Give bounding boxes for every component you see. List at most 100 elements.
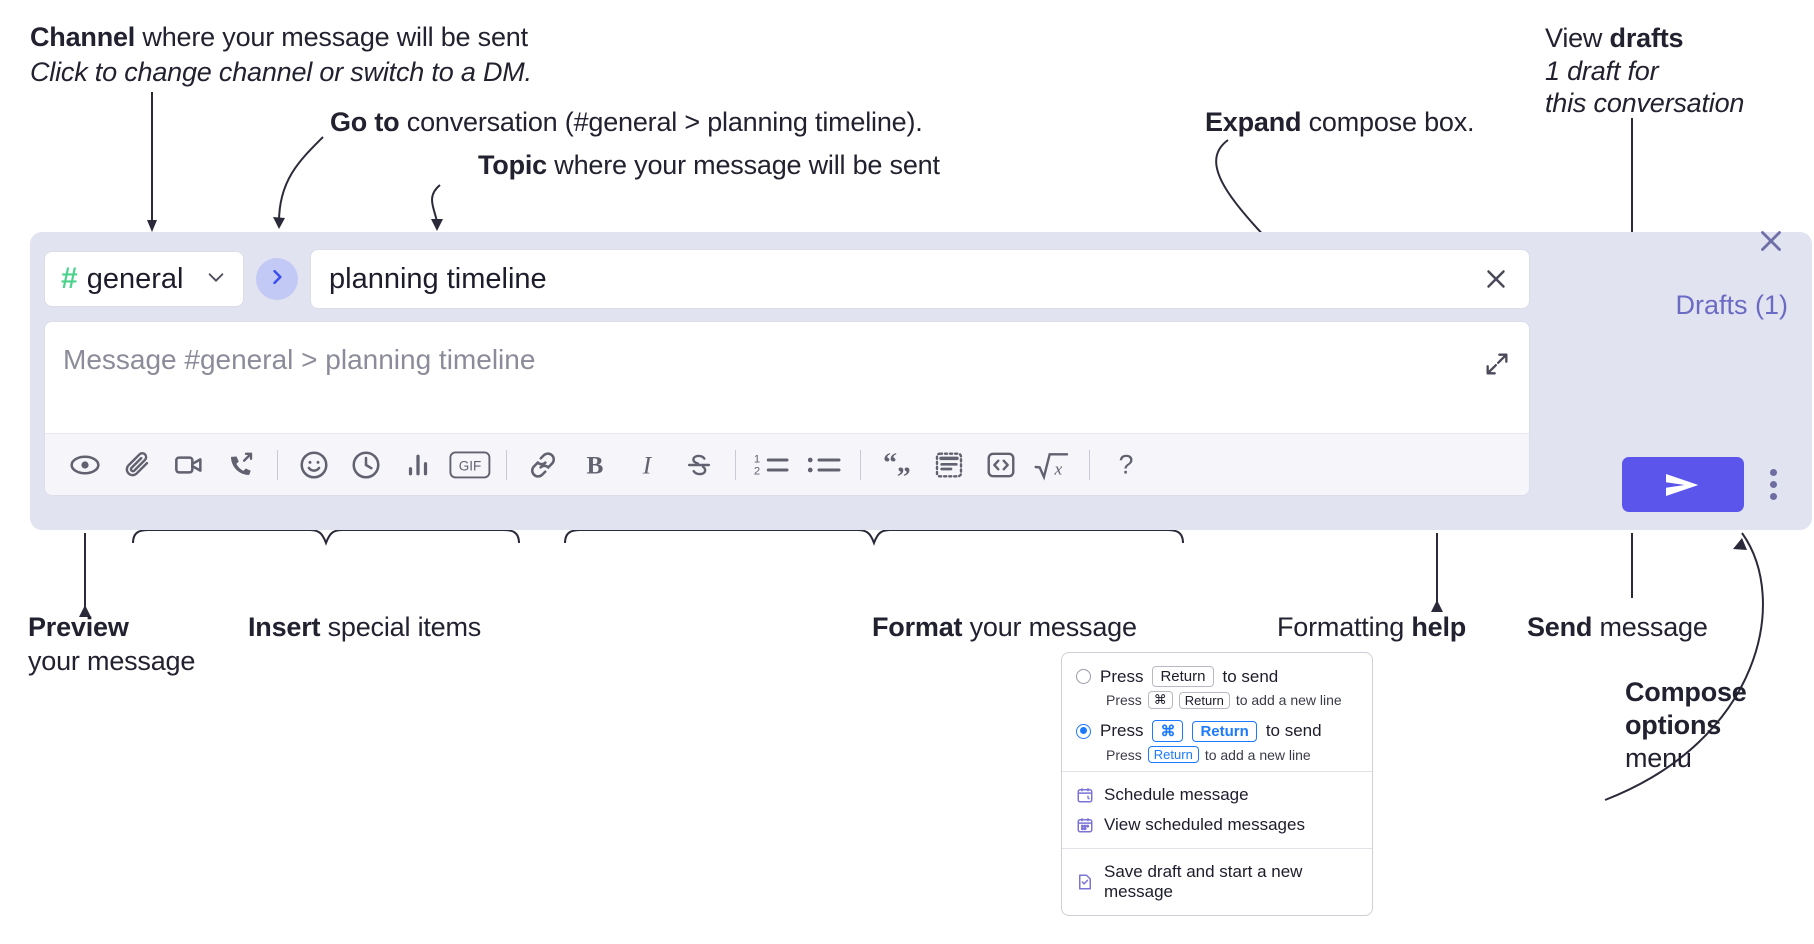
radio-cmd-return[interactable] xyxy=(1076,723,1091,739)
send-option-return-main: Press Return to send xyxy=(1076,666,1358,687)
annotation-channel: Channel where your message will be sent xyxy=(30,22,528,54)
send-option-cmd-return-sub: Press Return to add a new line xyxy=(1106,746,1358,763)
opt0-s1-key: ⌘ xyxy=(1147,691,1173,709)
divider-4 xyxy=(860,449,861,480)
topic-input[interactable]: planning timeline xyxy=(310,249,1530,309)
help-icon[interactable]: ? xyxy=(1100,442,1152,488)
compose-options-menu: Press Return to send Press ⌘ Return to a… xyxy=(1061,652,1373,916)
channel-name: general xyxy=(86,262,184,295)
menu-item-save-draft-label: Save draft and start a new message xyxy=(1104,862,1303,901)
opt0-m2: to send xyxy=(1222,666,1279,686)
channel-selector[interactable]: # general xyxy=(44,251,244,307)
math-icon[interactable]: x xyxy=(1027,442,1079,488)
clock-icon[interactable] xyxy=(340,442,392,488)
send-button[interactable] xyxy=(1622,457,1744,512)
svg-text:GIF: GIF xyxy=(459,458,482,473)
annotation-expand-bold: Expand xyxy=(1205,107,1302,137)
annotation-drafts-sub1-text: 1 draft for xyxy=(1545,56,1659,86)
annotation-compose-options-line1: Compose xyxy=(1625,677,1747,707)
message-placeholder: Message #general > planning timeline xyxy=(63,344,536,375)
opt1-s0: Press xyxy=(1106,746,1142,763)
send-option-cmd-return[interactable]: Press ⌘ Return to send Press Return to a… xyxy=(1062,717,1372,763)
kebab-dot xyxy=(1769,493,1777,500)
annotation-topic-bold: Topic xyxy=(478,150,547,180)
annotation-drafts-pre: View xyxy=(1545,23,1610,53)
call-icon[interactable] xyxy=(215,442,267,488)
svg-text:?: ? xyxy=(1119,449,1134,479)
annotation-compose-options-line2: options xyxy=(1625,710,1722,740)
annotation-drafts-bold: drafts xyxy=(1609,23,1684,53)
link-icon[interactable] xyxy=(517,442,569,488)
opt1-m2-key: Return xyxy=(1192,720,1257,742)
annotation-preview: Preview xyxy=(28,612,129,644)
menu-item-view-scheduled-label: View scheduled messages xyxy=(1104,815,1305,834)
opt0-m1-key: Return xyxy=(1152,666,1214,687)
annotation-compose-options-l2: options xyxy=(1625,710,1721,742)
menu-item-save-draft[interactable]: Save draft and start a new message xyxy=(1062,857,1372,907)
chevron-down-icon xyxy=(205,266,227,293)
bulleted-list-icon[interactable] xyxy=(798,442,850,488)
poll-icon[interactable] xyxy=(392,442,444,488)
send-controls xyxy=(1622,457,1790,512)
menu-divider-2 xyxy=(1062,848,1372,849)
opt0-s0: Press xyxy=(1106,692,1142,708)
svg-text:I: I xyxy=(642,451,653,479)
opt1-s2: to add a new line xyxy=(1204,746,1311,763)
svg-text:1: 1 xyxy=(754,453,760,465)
code-block-icon[interactable] xyxy=(923,442,975,488)
annotation-expand-rest: compose box. xyxy=(1301,107,1475,137)
send-option-cmd-return-main: Press ⌘ Return to send xyxy=(1076,720,1358,742)
annotation-channel-sub-text: Click to change channel or switch to a D… xyxy=(30,57,532,87)
kebab-dot xyxy=(1769,469,1777,476)
expand-compose-icon[interactable] xyxy=(1483,350,1511,383)
annotation-drafts-sub2: this conversation xyxy=(1545,88,1744,120)
bold-icon[interactable]: B xyxy=(569,442,621,488)
gif-icon[interactable]: GIF xyxy=(444,442,496,488)
video-icon[interactable] xyxy=(163,442,215,488)
close-compose-button[interactable] xyxy=(1754,224,1788,263)
annotation-goto-rest: conversation (#general > planning timeli… xyxy=(399,107,923,137)
annotation-goto-bold: Go to xyxy=(330,107,400,137)
annotation-format-bold: Format xyxy=(872,612,963,642)
message-input[interactable]: Message #general > planning timeline xyxy=(44,321,1530,496)
annotation-help: Formatting help xyxy=(1277,612,1466,644)
annotation-expand: Expand compose box. xyxy=(1205,107,1475,139)
svg-text:x: x xyxy=(1053,459,1062,478)
annotation-insert: Insert special items xyxy=(248,612,481,644)
chevron-right-icon xyxy=(267,267,287,292)
divider-3 xyxy=(735,449,736,480)
svg-text:“„: “„ xyxy=(883,449,911,478)
preview-icon[interactable] xyxy=(59,442,111,488)
annotation-format-rest: your message xyxy=(962,612,1137,642)
divider-5 xyxy=(1089,449,1090,480)
annotation-help-pre: Formatting xyxy=(1277,612,1412,642)
go-to-conversation-button[interactable] xyxy=(256,258,298,300)
annotation-channel-sub: Click to change channel or switch to a D… xyxy=(30,57,532,89)
strikethrough-icon[interactable] xyxy=(673,442,725,488)
annotation-send-rest: message xyxy=(1592,612,1708,642)
hash-icon: # xyxy=(61,262,78,295)
italic-icon[interactable]: I xyxy=(621,442,673,488)
menu-divider-1 xyxy=(1062,771,1372,772)
schedule-calendar-icon xyxy=(1076,786,1094,804)
blockquote-icon[interactable]: “„ xyxy=(871,442,923,488)
opt0-s2-key: Return xyxy=(1178,691,1230,709)
menu-item-schedule-message[interactable]: Schedule message xyxy=(1062,780,1372,810)
code-icon[interactable] xyxy=(975,442,1027,488)
svg-text:B: B xyxy=(587,451,604,479)
send-option-return[interactable]: Press Return to send Press ⌘ Return to a… xyxy=(1062,663,1372,709)
emoji-icon[interactable] xyxy=(288,442,340,488)
annotation-insert-bold: Insert xyxy=(248,612,321,642)
radio-return[interactable] xyxy=(1076,669,1091,684)
send-option-return-sub: Press ⌘ Return to add a new line xyxy=(1106,691,1358,709)
drafts-link[interactable]: Drafts (1) xyxy=(1675,290,1788,320)
clear-topic-icon[interactable] xyxy=(1481,264,1511,294)
menu-item-view-scheduled[interactable]: View scheduled messages xyxy=(1062,810,1372,840)
annotation-channel-rest: where your message will be sent xyxy=(135,22,528,52)
attachment-icon[interactable] xyxy=(111,442,163,488)
topic-value: planning timeline xyxy=(329,262,547,295)
compose-options-button[interactable] xyxy=(1756,457,1790,512)
annotation-compose-options-l3: menu xyxy=(1625,743,1692,775)
